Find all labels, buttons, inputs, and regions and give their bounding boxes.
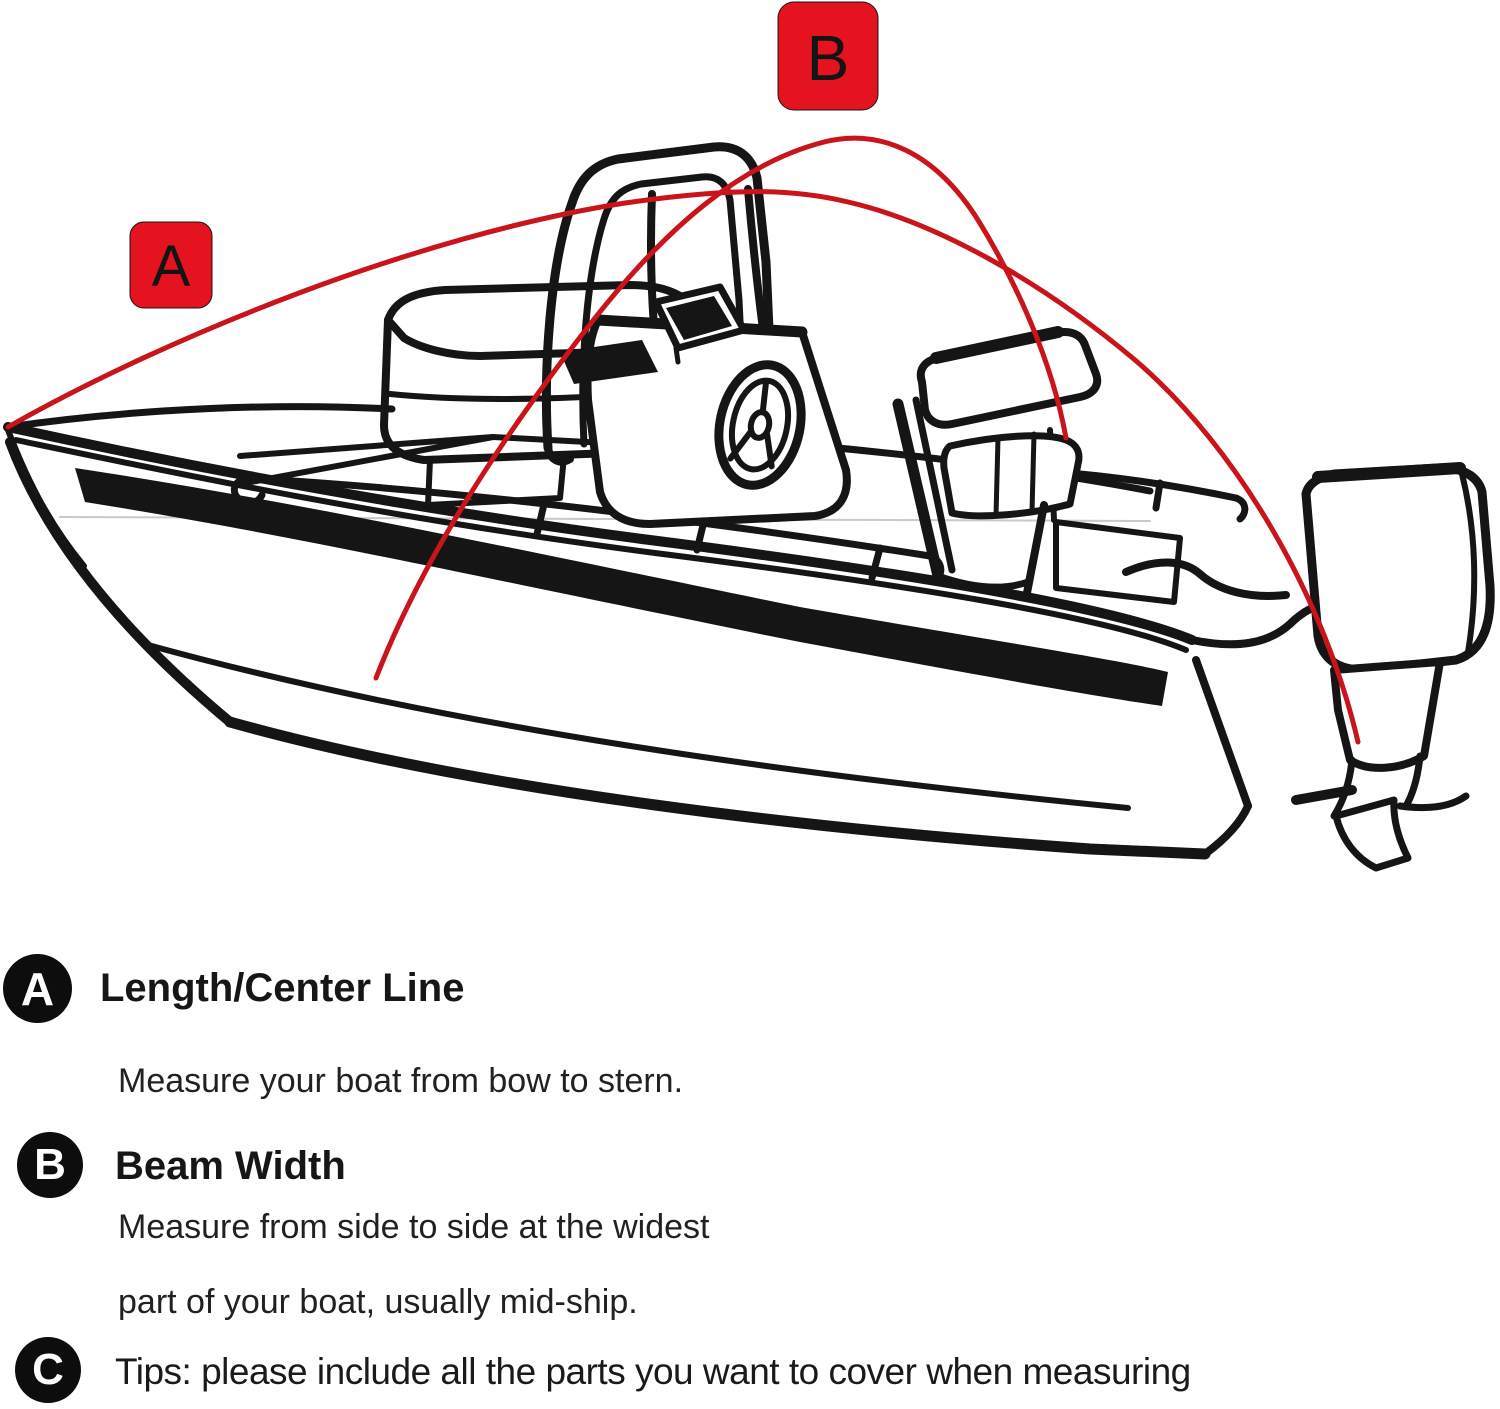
- legend-badge-b-letter: B: [34, 1140, 66, 1189]
- legend-badge-c: C: [15, 1337, 81, 1403]
- legend-title-beam: Beam Width: [115, 1144, 346, 1188]
- marker-b: B: [777, 1, 879, 111]
- legend-badge-a-letter: A: [20, 962, 55, 1015]
- marker-a-letter: A: [152, 234, 191, 299]
- legend-badge-b: B: [17, 1132, 83, 1198]
- marker-b-letter: B: [807, 22, 850, 94]
- legend-title-length: Length/Center Line: [100, 966, 465, 1010]
- arc-length-centerline: [5, 189, 1361, 745]
- arc-beam-width: [373, 135, 1069, 681]
- legend-tips: Tips: please include all the parts you w…: [115, 1351, 1191, 1392]
- hull: [3, 403, 1338, 860]
- steering-wheel: [714, 360, 806, 490]
- outboard-motor: [1291, 462, 1495, 872]
- boat-illustration: A B: [3, 1, 1495, 872]
- leaning-post: [892, 326, 1102, 602]
- measurement-arcs: [5, 135, 1361, 745]
- legend-body-beam-line2: part of your boat, usually mid-ship.: [118, 1283, 638, 1321]
- legend-badge-a: A: [3, 954, 72, 1023]
- marker-a: A: [129, 221, 213, 309]
- legend-body-length: Measure your boat from bow to stern.: [118, 1062, 684, 1100]
- legend-body-beam-line1: Measure from side to side at the widest: [118, 1208, 710, 1246]
- center-console: [560, 283, 851, 528]
- legend-badge-c-letter: C: [32, 1345, 64, 1394]
